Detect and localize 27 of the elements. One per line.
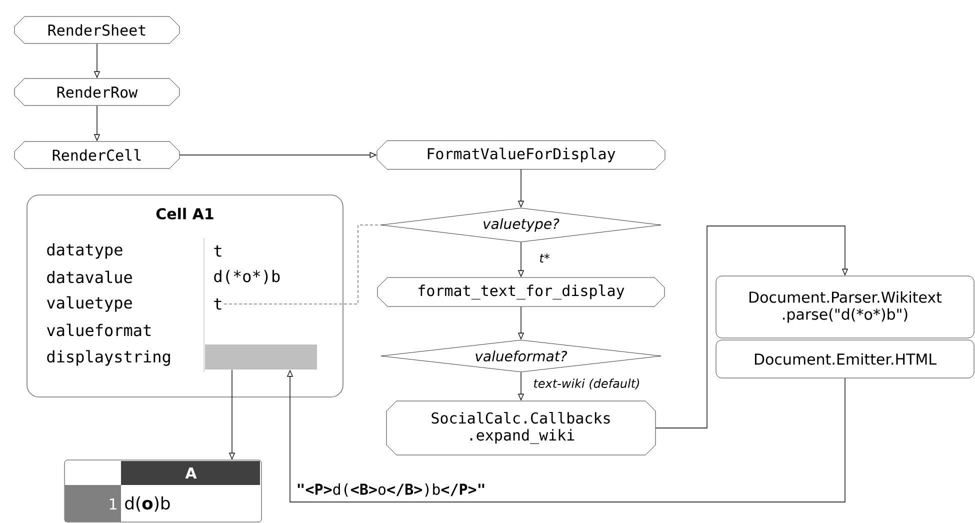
process-box: SocialCalc.Callbacks .expand_wiki	[386, 400, 656, 456]
edge-label: t*	[540, 254, 550, 262]
record-panel	[26, 194, 344, 398]
process-box: Document.Parser.Wikitext .parse("d(*o*)b")	[716, 276, 974, 338]
field-label: valuetype	[46, 296, 132, 312]
dashed-line	[224, 224, 381, 304]
process-box: RenderRow	[14, 78, 180, 106]
arrow	[655, 226, 848, 428]
field-label: d(*o*)b	[214, 270, 280, 284]
cell-value: d(o)b	[125, 496, 170, 512]
field-label: displaystring	[47, 350, 170, 366]
field-label: datavalue	[47, 270, 132, 284]
process-box: RenderCell	[14, 141, 180, 169]
edge-label: "<P>d(<B>o</B>)b</P>"	[298, 483, 484, 497]
field-label: t	[214, 245, 222, 257]
process-box: Document.Emitter.HTML	[716, 340, 974, 378]
row-header: 1	[110, 498, 116, 510]
process-box: RenderSheet	[14, 16, 180, 44]
process-box: format_text_for_display	[377, 277, 665, 307]
value-bar	[205, 344, 317, 370]
edge-label: text-wiki (default)	[534, 378, 640, 390]
field-label: valueformat	[46, 324, 151, 336]
process-box: FormatValueForDisplay	[376, 140, 666, 170]
field-value: t	[214, 298, 222, 310]
panel-title: Cell A1	[156, 208, 214, 220]
field-label: datatype	[47, 243, 122, 259]
column-header: A	[185, 468, 197, 478]
